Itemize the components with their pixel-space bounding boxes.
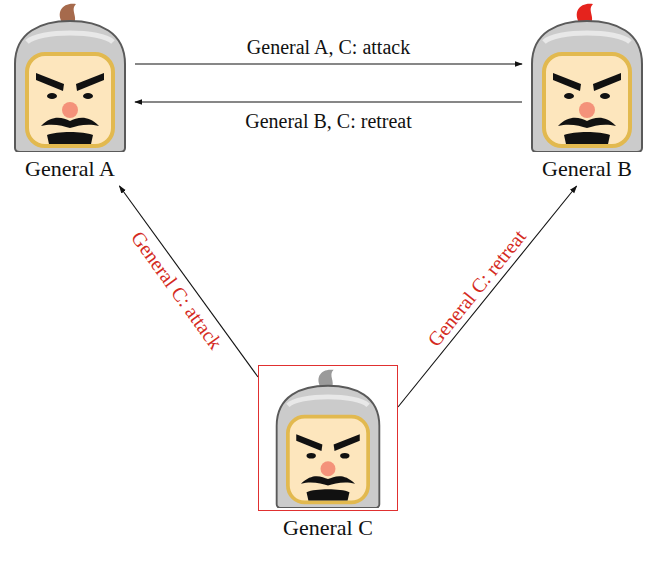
message-arrow	[135, 63, 522, 64]
message-label: General C: attack	[127, 227, 227, 353]
mustache	[558, 118, 616, 128]
helmet-shine	[27, 33, 113, 42]
general-node: General C	[258, 365, 398, 541]
eye	[47, 93, 57, 99]
nose	[579, 102, 595, 118]
framed-icon-box	[258, 365, 398, 511]
eye	[600, 93, 610, 99]
helmet	[15, 21, 125, 152]
helmet	[277, 386, 380, 508]
beard	[307, 489, 350, 500]
icon-box	[522, 2, 652, 152]
general-node: General B	[522, 2, 652, 182]
beard	[564, 132, 610, 144]
message-label: General B, C: retreat	[245, 110, 412, 132]
message-arrow	[119, 186, 258, 377]
face	[288, 417, 368, 503]
general-icon	[263, 368, 393, 508]
helmet-shine	[544, 33, 630, 42]
mustache	[41, 118, 99, 128]
general-name: General A	[5, 156, 135, 182]
general-icon	[5, 2, 135, 152]
general-node: General A	[5, 2, 135, 182]
nose	[321, 461, 336, 476]
eyebrow	[76, 73, 104, 91]
eye	[83, 93, 93, 99]
eye	[307, 453, 316, 459]
general-name: General B	[522, 156, 652, 182]
eye	[340, 453, 349, 459]
message-arrow	[135, 101, 522, 102]
icon-box	[5, 2, 135, 152]
eyebrow	[36, 73, 64, 91]
message-label: General C: retreat	[423, 225, 530, 350]
eye	[564, 93, 574, 99]
eyebrow	[593, 73, 621, 91]
face	[27, 54, 113, 146]
message-label: General A, C: attack	[247, 36, 410, 58]
message-arrow	[398, 186, 577, 407]
helmet	[532, 21, 642, 152]
eyebrow	[553, 73, 581, 91]
eyebrow	[334, 434, 360, 451]
general-icon	[522, 2, 652, 152]
general-name: General C	[258, 515, 398, 541]
beard	[47, 132, 93, 144]
face	[544, 54, 630, 146]
mustache	[301, 476, 355, 485]
eyebrow	[296, 434, 322, 451]
helmet-shine	[288, 397, 368, 405]
nose	[62, 102, 78, 118]
